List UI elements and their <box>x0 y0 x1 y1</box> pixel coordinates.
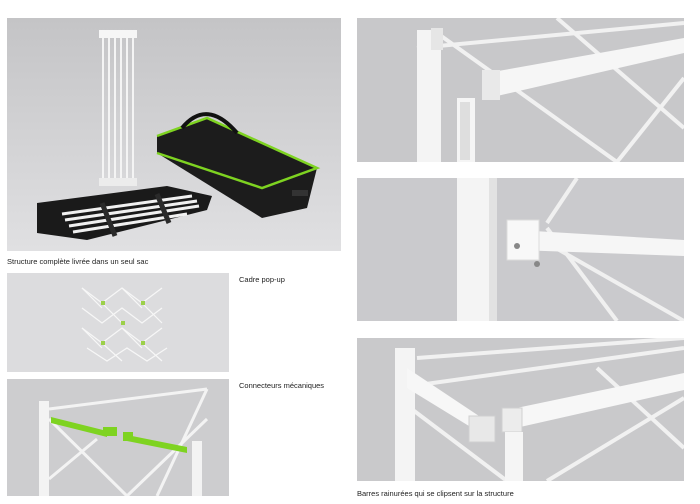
popup-frame-lattice <box>81 287 168 362</box>
caption-mechanical-connectors: Connecteurs mécaniques <box>239 381 325 390</box>
photo-connector-closeup <box>357 178 684 321</box>
caption-grooved-bars: Barres rainurées qui se clipsent sur la … <box>357 489 514 498</box>
carry-bag <box>156 112 321 218</box>
flat-bag-with-bars <box>37 186 212 240</box>
photo-grooved-bars <box>357 338 684 481</box>
caption-popup-frame: Cadre pop-up <box>239 275 285 284</box>
photo-corner-joint <box>357 18 684 162</box>
photo-popup-frame <box>7 273 229 372</box>
caption-full-structure-in-bag: Structure complète livrée dans un seul s… <box>7 257 149 266</box>
green-connector-bar <box>51 417 187 453</box>
photo-frame-and-carry-bag <box>7 18 341 251</box>
photo-mechanical-connectors <box>7 379 229 496</box>
folded-frame-column <box>102 33 134 184</box>
